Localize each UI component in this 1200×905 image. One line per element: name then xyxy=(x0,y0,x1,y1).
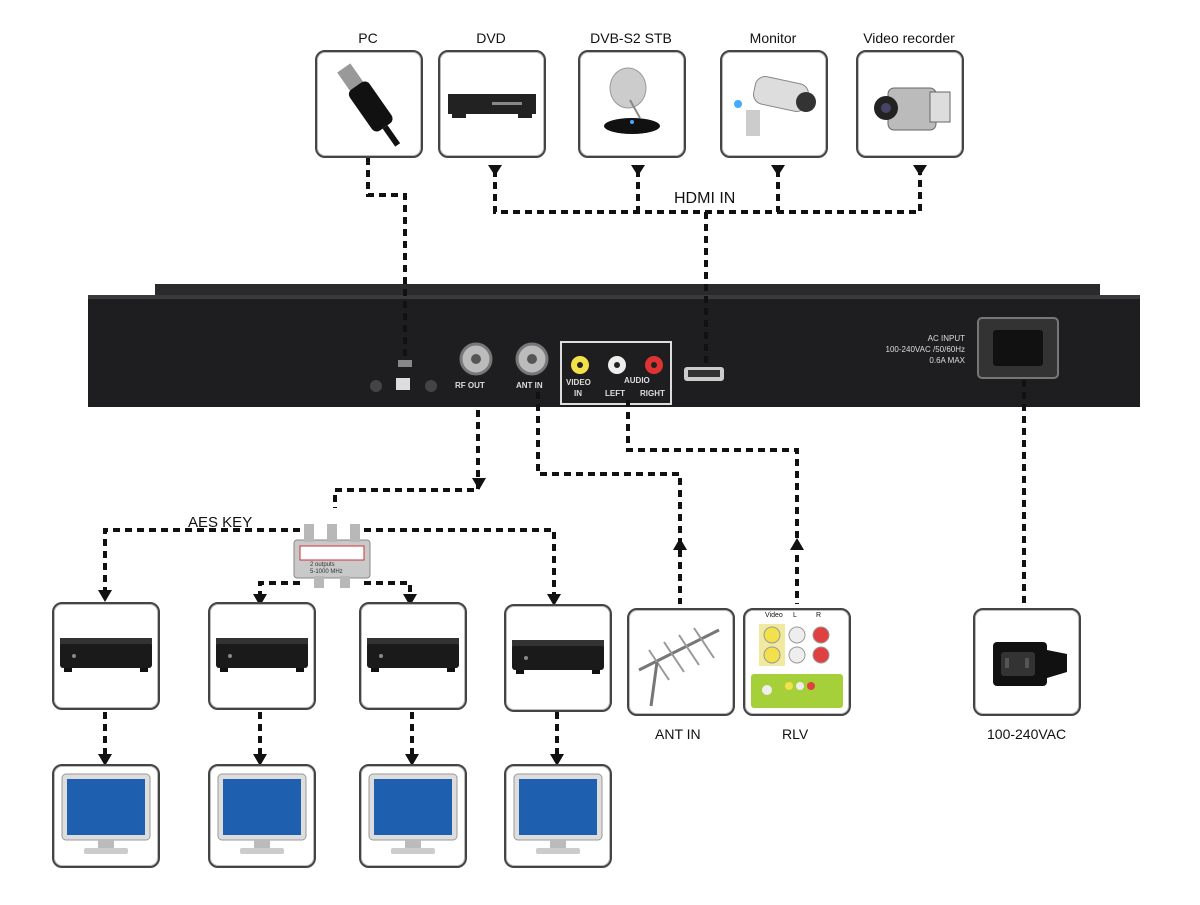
rack-device xyxy=(88,284,1140,407)
ac-input-label: AC INPUT xyxy=(927,334,965,343)
right-label: RIGHT xyxy=(640,389,665,398)
antenna-icon xyxy=(638,627,720,707)
splitter-text-2: 5-1000 MHz xyxy=(310,569,343,575)
rlv-bottom-label: RLV xyxy=(782,726,809,742)
usb-icon xyxy=(396,378,410,390)
source-box-pc xyxy=(315,50,423,158)
source-label-monitor: Monitor xyxy=(749,30,797,46)
ac-max-label: 0.6A MAX xyxy=(929,356,965,365)
satellite-receiver-icon xyxy=(604,67,660,134)
source-box-monitor xyxy=(720,50,828,158)
rlv-r-label: R xyxy=(816,612,822,619)
receiver-box-1 xyxy=(52,602,160,710)
receiver-box-2 xyxy=(208,602,316,710)
screw xyxy=(425,380,437,392)
receiver-box-4 xyxy=(504,604,612,712)
rlv-video-label: Video xyxy=(765,612,783,619)
rf-out-cable xyxy=(333,410,480,508)
video-in-label-2: IN xyxy=(574,389,582,398)
power-box xyxy=(973,608,1081,716)
receiver-box-3 xyxy=(359,602,467,710)
power-bottom-label: 100-240VAC xyxy=(987,726,1067,742)
usb-port xyxy=(398,360,412,367)
power-plug-icon xyxy=(993,642,1067,686)
monitor-icon xyxy=(61,773,151,854)
video-in-label-1: VIDEO xyxy=(566,378,591,387)
source-box-stb xyxy=(578,50,686,158)
hdmi-in-label: HDMI IN xyxy=(674,190,736,207)
cables xyxy=(103,158,1026,758)
set-top-box-icon xyxy=(367,638,459,672)
source-label-pc: PC xyxy=(358,30,378,46)
monitor-icon xyxy=(513,773,603,854)
arrowheads xyxy=(98,165,927,766)
splitter-text-1: 2 outputs xyxy=(310,562,335,568)
dvd-player-icon xyxy=(448,94,536,118)
usb-cable-icon xyxy=(337,63,401,147)
rca-jacks-icon xyxy=(751,624,843,708)
camcorder-icon xyxy=(874,87,951,131)
rf-out-label: RF OUT xyxy=(455,381,485,390)
ac-range-label: 100-240VAC /50/60Hz xyxy=(885,345,965,354)
security-camera-icon xyxy=(734,76,816,136)
pc-cable xyxy=(366,158,407,358)
monitor-box-2 xyxy=(208,764,316,868)
antenna-box xyxy=(627,608,735,716)
monitor-icon xyxy=(217,773,307,854)
set-top-box-icon xyxy=(60,638,152,672)
left-label: LEFT xyxy=(605,389,625,398)
screw xyxy=(370,380,382,392)
ant-in-cable xyxy=(536,380,682,604)
monitor-box-3 xyxy=(359,764,467,868)
source-label-dvd: DVD xyxy=(476,30,506,46)
audio-label: AUDIO xyxy=(624,376,650,385)
set-top-box-icon xyxy=(512,640,604,674)
set-top-box-icon xyxy=(216,638,308,672)
monitor-icon xyxy=(368,773,458,854)
source-label-stb: DVB-S2 STB xyxy=(590,30,672,46)
aes-key-label: AES KEY xyxy=(188,514,253,531)
monitor-box-1 xyxy=(52,764,160,868)
source-box-video-recorder xyxy=(856,50,964,158)
source-label-video-recorder: Video recorder xyxy=(863,30,955,46)
ant-in-label: ANT IN xyxy=(516,381,543,390)
rlv-l-label: L xyxy=(793,612,797,619)
rf-splitter xyxy=(293,524,371,588)
source-box-dvd xyxy=(438,50,546,158)
rlv-cable xyxy=(626,400,799,604)
monitor-box-4 xyxy=(504,764,612,868)
ant-in-bottom-label: ANT IN xyxy=(655,726,701,742)
rlv-box xyxy=(743,608,851,716)
